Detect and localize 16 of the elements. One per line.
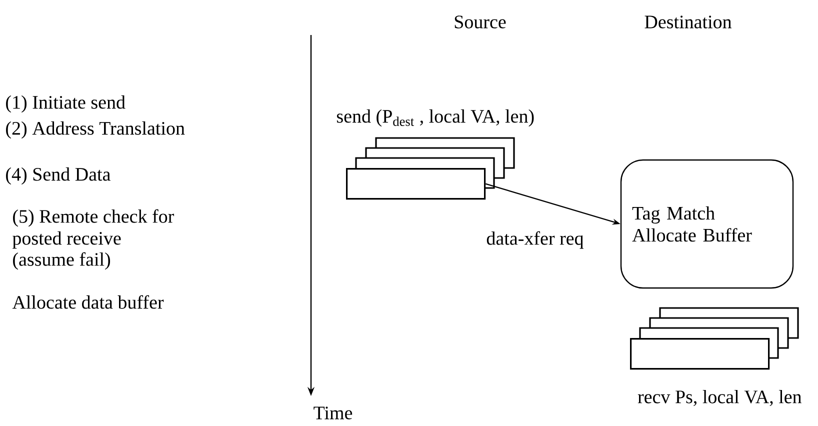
axis-label: Time (314, 406, 352, 420)
step-text: posted receive (12, 231, 121, 249)
step-text: Allocate data buffer (12, 295, 164, 309)
node-label: send (P$_{dest}$ , local VA, len) (336, 109, 534, 127)
step-text: (5) Remote check for (13, 209, 174, 227)
stacked-boxes: send (P$_{dest}$ , local VA, len) (337, 109, 534, 200)
step-text: (4) Send Data (6, 167, 110, 185)
column-heading: Source (454, 16, 506, 28)
column-heading: Destination (644, 16, 732, 28)
step-text: (2) Address Translation (6, 121, 185, 139)
edge-label: data-xfer req (486, 231, 584, 249)
stacked-boxes: recv Ps, local VA, len (630, 307, 802, 406)
step-text: (1) Initiate send (6, 95, 126, 113)
node-label: recv Ps, local VA, len (638, 390, 802, 406)
rounded-box: Tag Match Allocate Buffer (620, 159, 794, 289)
step-text: (assume fail) (13, 252, 110, 270)
